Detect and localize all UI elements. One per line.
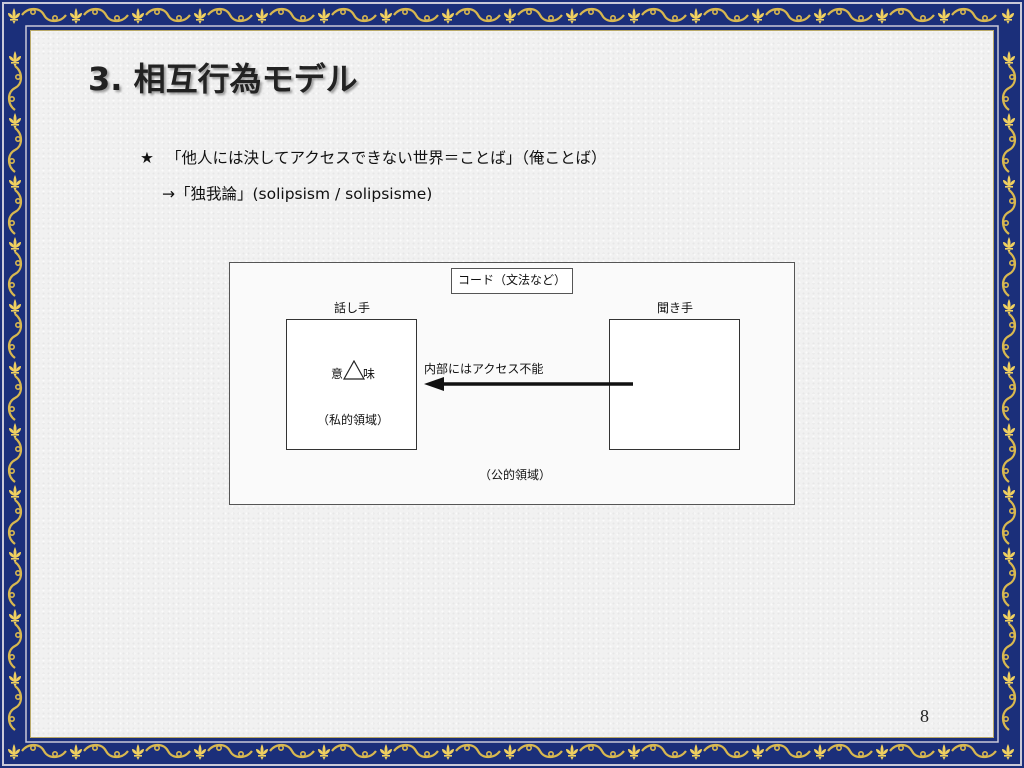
meaning-left-char: 意 [331,367,344,381]
bullet-text: 「他人には決してアクセスできない世界＝ことば」（俺ことば） [166,149,607,167]
public-domain-label: （公的領域） [479,468,552,482]
solipsism-subtext: →「独我論」(solipsism / solipsisme) [162,185,433,203]
no-access-arrow [424,377,633,391]
triangle-icon [343,360,365,380]
meaning-right-char: 味 [363,367,376,381]
speaker-label: 話し手 [334,301,371,315]
slide-title: 3. 相互行為モデル [88,60,358,98]
page-number: 8 [920,706,929,726]
code-box: コード（文法など） [451,268,573,294]
no-access-label: 内部にはアクセス不能 [424,362,544,376]
listener-label: 聞き手 [657,301,694,315]
private-domain-label: （私的領域） [317,413,390,427]
star-bullet-icon: ★ [140,149,154,167]
interaction-model-diagram: コード（文法など） 話し手 聞き手 意 味 （私的領域） 内部にはアクセス不能 … [229,262,795,505]
bullet-point: ★ 「他人には決してアクセスできない世界＝ことば」（俺ことば） [140,146,607,168]
speaker-box: 意 味 （私的領域） [286,319,417,450]
